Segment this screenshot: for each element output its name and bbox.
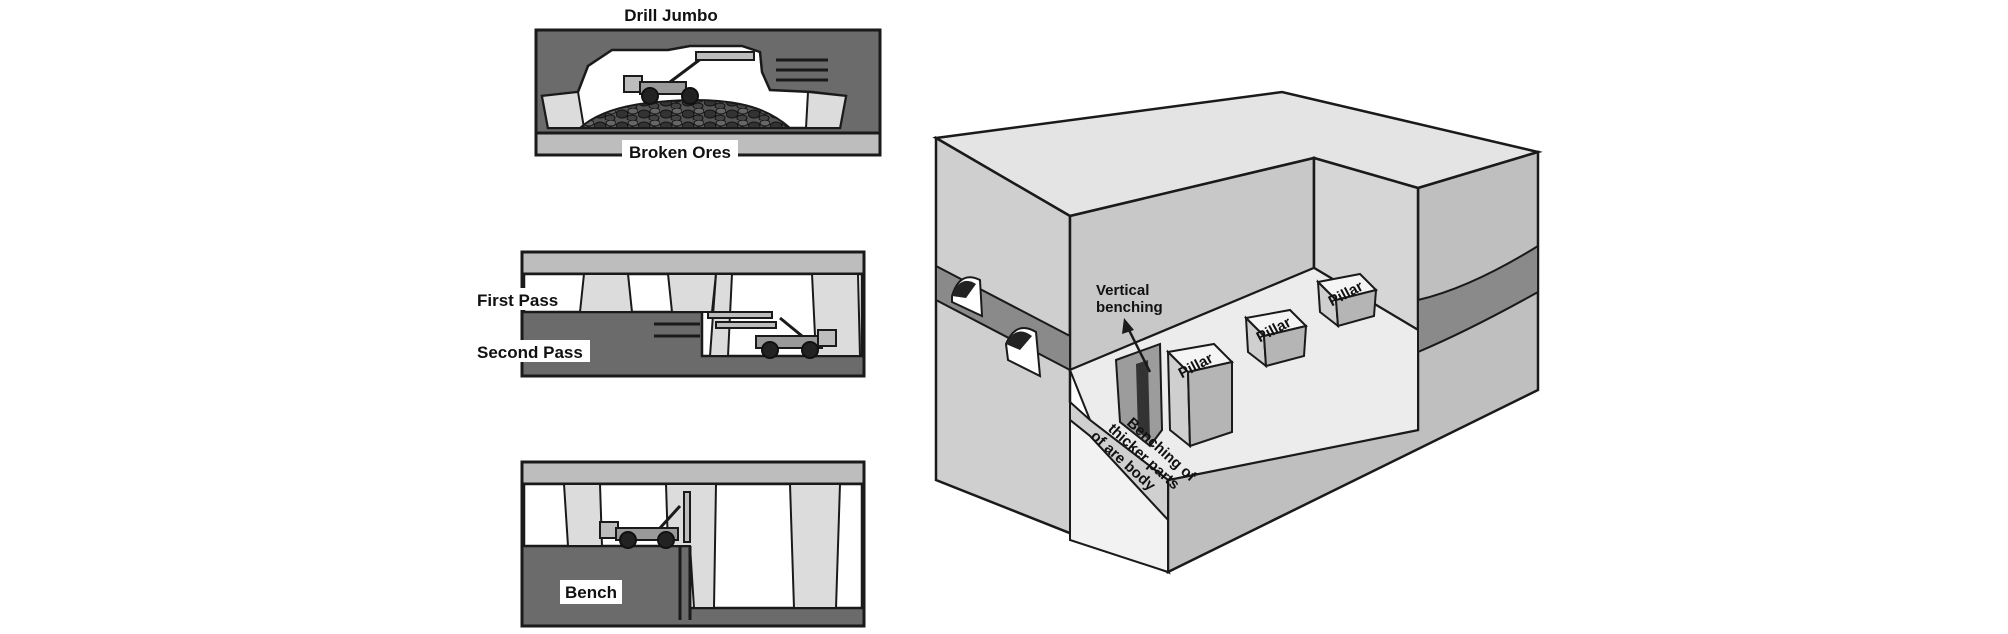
vertical-benching-label-2: benching bbox=[1096, 299, 1163, 316]
panel-passes: First Pass Second Pass bbox=[474, 250, 866, 378]
vertical-benching-arrow bbox=[1126, 327, 1152, 373]
broken-ores-label: Broken Ores bbox=[629, 143, 731, 162]
first-pass-label-bg bbox=[474, 288, 570, 310]
pillar-left bbox=[540, 90, 586, 129]
pillar-back: Pillar bbox=[1315, 272, 1378, 329]
vertical-benching-arrowhead bbox=[1122, 318, 1134, 334]
pillar-front: Pillar bbox=[1165, 342, 1234, 449]
pillar-c bbox=[788, 483, 842, 609]
pillar-a bbox=[562, 483, 604, 547]
drill-jumbo-machine-3 bbox=[599, 491, 691, 549]
drill-jumbo-machine bbox=[623, 51, 755, 105]
room-and-pillar-block: Pillar Pillar Pillar Vertical benching B… bbox=[932, 90, 1543, 575]
pillar-a bbox=[578, 273, 634, 313]
tunnel-left-1-shadow bbox=[952, 280, 976, 298]
tunnel-left-2-shadow bbox=[1006, 331, 1032, 350]
bench-label-bg bbox=[560, 580, 622, 604]
pillar-b bbox=[666, 273, 718, 313]
vertical-benching-label-1: Vertical bbox=[1096, 282, 1149, 299]
broken-ores-label-bg bbox=[622, 140, 738, 164]
second-pass-label: Second Pass bbox=[477, 343, 583, 362]
drill-jumbo-machine-2 bbox=[707, 311, 837, 359]
vertical-bench-shadow bbox=[1136, 360, 1150, 440]
bench-label: Bench bbox=[565, 583, 617, 602]
panel-bench: Bench bbox=[520, 460, 866, 628]
panel-drill-jumbo: Drill Jumbo Broken Ores bbox=[534, 6, 882, 164]
roof-layer bbox=[520, 250, 866, 276]
second-pass-label-bg bbox=[474, 340, 590, 362]
drill-jumbo-label: Drill Jumbo bbox=[624, 6, 718, 25]
roof-layer bbox=[520, 460, 866, 486]
benching-floor bbox=[1069, 417, 1169, 574]
pillar-middle: Pillar bbox=[1243, 308, 1308, 369]
pillar-right bbox=[804, 90, 848, 129]
first-pass-label: First Pass bbox=[477, 291, 558, 310]
ore-band-right bbox=[1417, 244, 1539, 354]
